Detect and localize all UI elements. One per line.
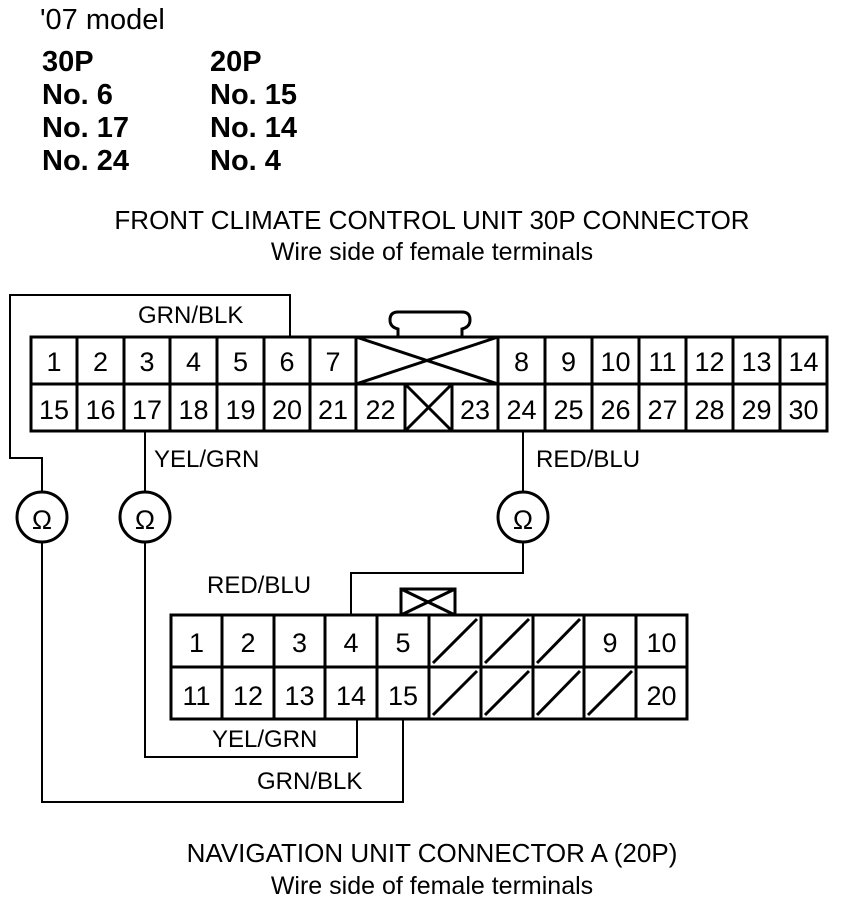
pin-30p-top-12: 12 (694, 347, 724, 377)
pin-30p-bottom-21: 21 (318, 395, 348, 425)
pin-30p-item: No. 24 (42, 145, 130, 177)
pin-list-30p-title: 30P (42, 46, 94, 78)
pin-20p-top-5: 5 (395, 628, 410, 658)
pin-30p-item: No. 6 (42, 79, 113, 111)
pin-30p-top-5: 5 (233, 347, 248, 377)
ohmmeter-middle: Ω (118, 490, 172, 544)
pin-list-30p: 30P No. 6 No. 17 No. 24 (42, 46, 129, 178)
pin-30p-bottom-23: 23 (460, 395, 490, 425)
pin-20p-item: No. 15 (210, 79, 298, 111)
pin-30p-bottom-29: 29 (741, 395, 771, 425)
wire-label-yel-grn-top: YEL/GRN (154, 446, 260, 473)
wire-label-grn-blk-top: GRN/BLK (138, 302, 244, 329)
pin-30p-bottom-20: 20 (272, 395, 302, 425)
pin-30p-bottom-16: 16 (85, 395, 115, 425)
pin-20p-bottom-12: 12 (233, 681, 263, 711)
pin-20p-top-3: 3 (292, 628, 307, 658)
pin-30p-top-14: 14 (788, 347, 818, 377)
pin-30p-top-9: 9 (561, 347, 576, 377)
pin-30p-top-3: 3 (139, 347, 154, 377)
pin-30p-bottom-24: 24 (506, 395, 536, 425)
pin-20p-top-2: 2 (240, 628, 255, 658)
wire-label-yel-grn-bottom: YEL/GRN (212, 726, 318, 753)
connector30-lock-tab (388, 310, 472, 337)
pin-30p-top-10: 10 (600, 347, 630, 377)
pin-20p-item: No. 14 (210, 112, 298, 144)
pin-30p-top-1: 1 (46, 347, 61, 377)
connector20-title: NAVIGATION UNIT CONNECTOR A (20P) (186, 838, 678, 868)
pin-30p-top-4: 4 (186, 347, 201, 377)
connector30-subtitle: Wire side of female terminals (270, 238, 594, 266)
pin-20p-top-4: 4 (343, 628, 358, 658)
pin-30p-top-8: 8 (514, 347, 529, 377)
pin-30p-bottom-30: 30 (788, 395, 818, 425)
pin-30p-top-2: 2 (93, 347, 108, 377)
pin-30p-bottom-19: 19 (225, 395, 255, 425)
pin-30p-bottom-18: 18 (178, 395, 208, 425)
connector30-title: FRONT CLIMATE CONTROL UNIT 30P CONNECTOR (114, 205, 750, 235)
ohm-icon: Ω (32, 505, 52, 535)
wire-grn-blk (9, 294, 291, 492)
wire-label-grn-blk-bottom: GRN/BLK (257, 768, 363, 795)
ohm-icon: Ω (135, 505, 155, 535)
pin-20p-top-1: 1 (189, 628, 204, 658)
pin-20p-bottom-11: 11 (182, 681, 210, 711)
ohm-icon: Ω (513, 505, 533, 535)
pin-30p-top-13: 13 (741, 347, 771, 377)
connector20-subtitle: Wire side of female terminals (270, 872, 594, 900)
wire-label-red-blu-bottom: RED/BLU (207, 572, 312, 599)
pin-30p-top-7: 7 (325, 347, 340, 377)
pin-30p-bottom-15: 15 (39, 395, 69, 425)
pin-30p-bottom-27: 27 (647, 395, 677, 425)
pin-20p-bottom-20: 20 (646, 681, 676, 711)
pin-30p-bottom-28: 28 (694, 395, 724, 425)
pin-30p-bottom-25: 25 (553, 395, 583, 425)
wire-yel-grn-lower (144, 542, 358, 758)
ohmmeter-left: Ω (15, 490, 69, 544)
pin-30p-bottom-22: 22 (365, 395, 395, 425)
pin-20p-bottom-14: 14 (336, 681, 366, 711)
pin-30p-top-6: 6 (279, 347, 294, 377)
pin-30p-bottom-17: 17 (132, 395, 162, 425)
pin-20p-top-9: 9 (602, 628, 617, 658)
pin-20p-bottom-15: 15 (388, 681, 418, 711)
pin-list-20p-title: 20P (210, 46, 262, 78)
model-label: '07 model (40, 4, 165, 36)
pin-30p-item: No. 17 (42, 112, 130, 144)
pin-20p-bottom-13: 13 (284, 681, 314, 711)
wire-red-blu-lower (350, 542, 524, 615)
pin-30p-top-11: 11 (648, 347, 676, 377)
pin-list-20p: 20P No. 15 No. 14 No. 4 (210, 46, 297, 178)
pin-30p-bottom-26: 26 (600, 395, 630, 425)
pin-20p-item: No. 4 (210, 145, 281, 177)
ohmmeter-right: Ω (496, 490, 550, 544)
wire-grn-blk-lower (41, 542, 404, 803)
pin-20p-top-10: 10 (646, 628, 676, 658)
wire-label-red-blu-top: RED/BLU (536, 446, 641, 473)
